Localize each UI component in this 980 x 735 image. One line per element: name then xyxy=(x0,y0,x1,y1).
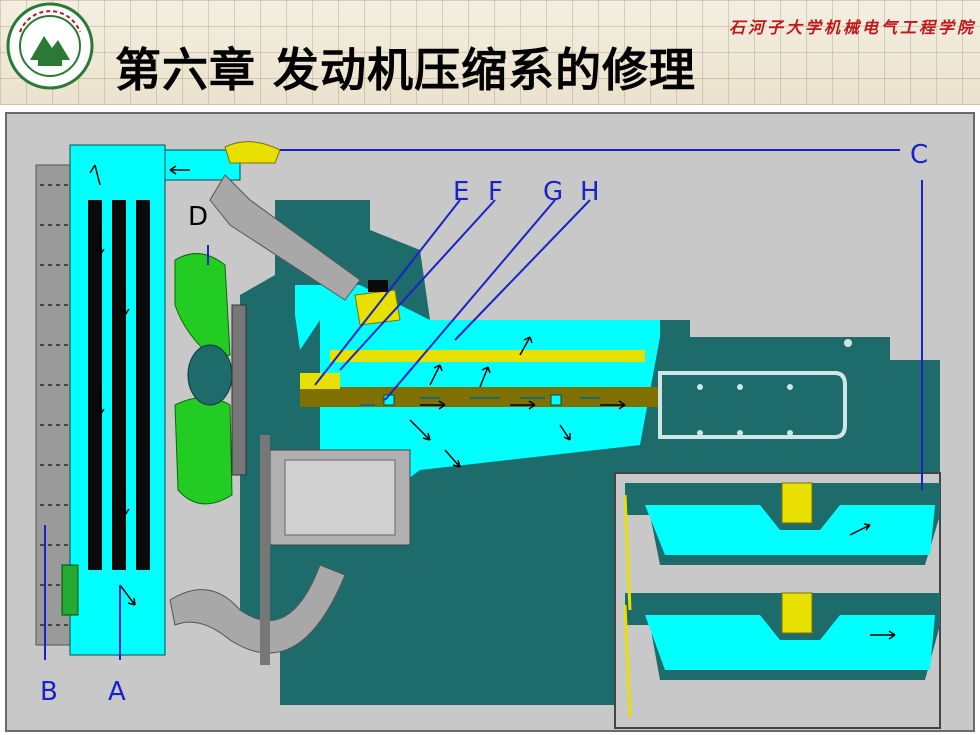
fan-pulley xyxy=(231,304,247,476)
institution-subtitle: 石河子大学机械电气工程学院 xyxy=(728,18,976,37)
slide-header: 第六章 发动机压缩系的修理 石河子大学机械电气工程学院 xyxy=(0,0,980,105)
label-a: A xyxy=(108,677,126,707)
radiator-cap xyxy=(224,141,281,164)
thermostat xyxy=(354,289,401,326)
label-e: E xyxy=(453,177,469,207)
callout-lines xyxy=(44,149,923,660)
label-c: C xyxy=(910,140,928,170)
fan-hub xyxy=(187,344,233,406)
label-b: B xyxy=(40,677,58,707)
label-d: D xyxy=(188,202,208,232)
header-map-background xyxy=(0,0,980,105)
university-logo-icon xyxy=(6,2,94,90)
cooling-system-diagram: B A C D E F G H xyxy=(0,105,980,735)
label-g: G xyxy=(543,177,563,207)
page-title: 第六章 发动机压缩系的修理 xyxy=(115,43,697,97)
cooling-fan-lower-blade xyxy=(174,397,233,505)
radiator-top-tank xyxy=(164,149,241,181)
head-gasket-strip xyxy=(330,350,645,362)
coolant-flow-arrows xyxy=(89,164,896,640)
thermostat-valve xyxy=(300,373,340,389)
lower-radiator-hose xyxy=(169,564,346,654)
cylinder-outline xyxy=(658,371,847,439)
label-h: H xyxy=(580,177,600,207)
upper-radiator-hose xyxy=(209,174,361,301)
label-f: F xyxy=(488,177,503,207)
